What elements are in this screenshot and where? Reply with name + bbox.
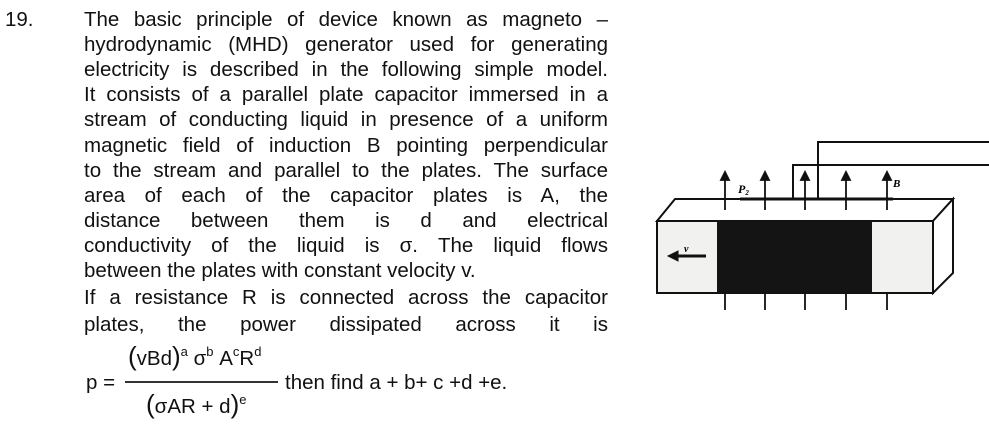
formula-lhs: p = [86,371,116,394]
question-line: between the plates with constant velocit… [84,259,476,282]
question-line: distance between them is d and electrica… [84,209,608,232]
question-line: The basic principle of device known as m… [84,8,608,31]
field-arrows [719,169,893,310]
question-line: stream of conducting liquid in presence … [84,108,608,131]
plate-label: P2 [738,182,749,197]
formula-numerator: (vBd)a σb AcRd [128,341,262,371]
field-label: B [892,178,900,190]
task-text: then find a + b+ c +d +e. [285,371,508,394]
plate-region [717,221,872,293]
question-line: to the stream and parallel to the plates… [84,159,608,182]
question-line: electricity is described in the followin… [84,58,608,81]
question-line: It consists of a parallel plate capacito… [84,83,608,106]
formula-denominator: (σAR + d)e [146,389,247,419]
question-line: area of each of the capacitor plates is … [84,184,608,207]
question-line: plates, the power dissipated across it i… [84,313,608,336]
wire-upper [817,141,989,198]
question-number: 19. [5,8,34,31]
velocity-label: v [684,244,689,255]
velocity-arrow-icon [666,250,706,262]
question-line: If a resistance R is connected across th… [84,286,608,309]
fraction-bar [125,381,278,383]
question-line: conductivity of the liquid is σ. The liq… [84,234,608,257]
question-line: hydrodynamic (MHD) generator used for ge… [84,33,608,56]
question-line: magnetic field of induction B pointing p… [84,134,608,157]
